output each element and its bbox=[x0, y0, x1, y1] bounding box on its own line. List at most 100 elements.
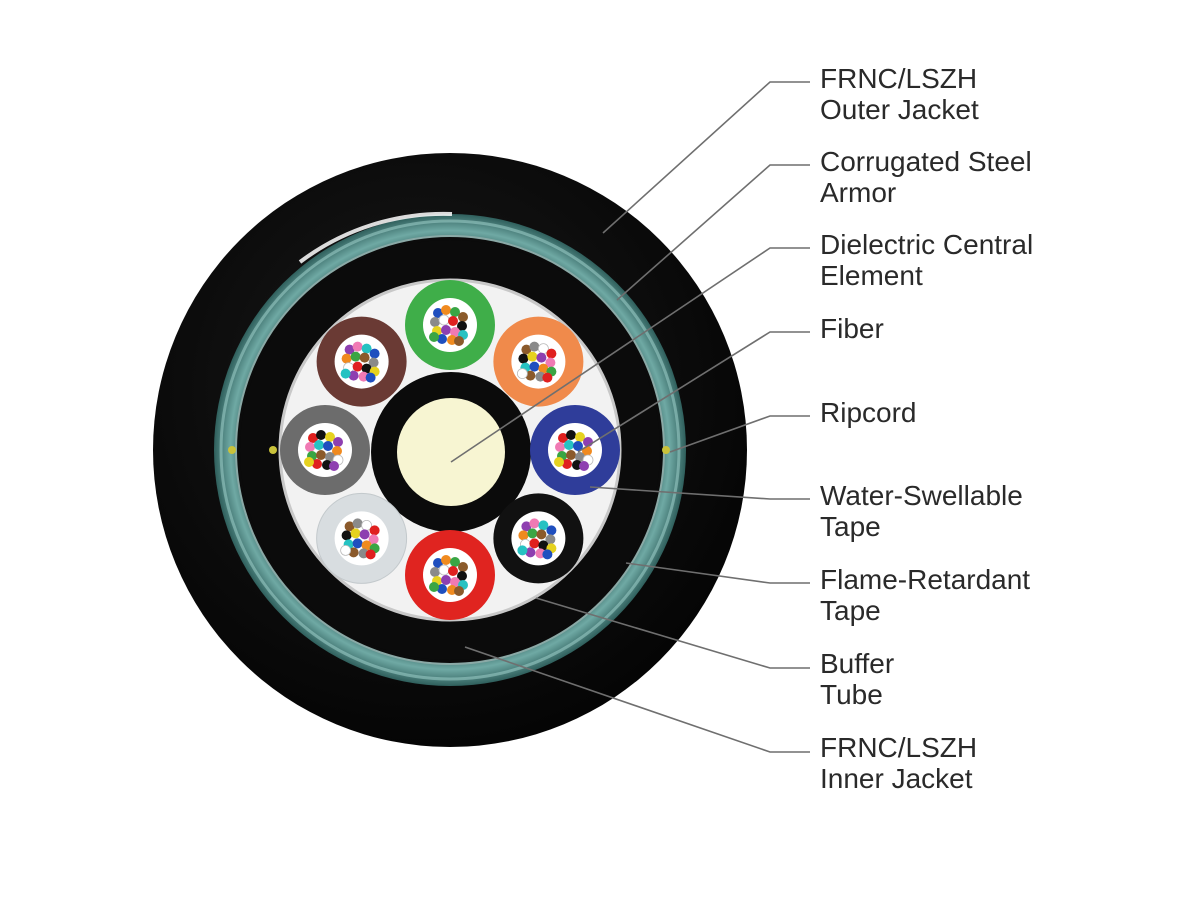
fiber-strand bbox=[365, 372, 376, 383]
fiber-strand bbox=[312, 459, 322, 469]
fiber-strand bbox=[545, 357, 556, 368]
fiber-strand bbox=[529, 518, 540, 529]
fiber-strand bbox=[361, 343, 372, 354]
fiber-strand bbox=[562, 459, 572, 469]
fiber-strand bbox=[518, 530, 529, 541]
fiber-strand bbox=[361, 540, 372, 551]
fiber-strand bbox=[542, 549, 553, 560]
fiber-strand bbox=[538, 540, 549, 551]
fiber-strand bbox=[350, 528, 361, 539]
fiber-strand bbox=[304, 457, 314, 467]
fiber-strand bbox=[359, 529, 370, 540]
fiber-strand bbox=[538, 363, 549, 374]
label-central-element: Dielectric Central Element bbox=[820, 229, 1041, 291]
fiber-strand bbox=[368, 357, 379, 368]
fiber-strand bbox=[359, 352, 370, 363]
fiber-strand bbox=[529, 361, 540, 372]
fiber-strand bbox=[369, 348, 380, 359]
fiber-strand bbox=[430, 317, 440, 327]
fiber-strand bbox=[329, 461, 339, 471]
fiber-strand bbox=[448, 566, 458, 576]
fiber-strand bbox=[457, 321, 467, 331]
leader-outer-jacket bbox=[602, 81, 810, 234]
fiber-strand bbox=[458, 562, 468, 572]
fiber-strand bbox=[308, 433, 318, 443]
fiber-strand bbox=[369, 525, 380, 536]
fiber-strand bbox=[521, 521, 532, 532]
leader-lines bbox=[450, 81, 810, 753]
fiber-strand bbox=[529, 538, 540, 549]
fiber-strand bbox=[437, 334, 447, 344]
central-element-core bbox=[397, 398, 505, 506]
fiber-strand bbox=[538, 520, 549, 531]
fiber-strand bbox=[430, 567, 440, 577]
fiber-strand bbox=[438, 314, 450, 326]
fiber-strand bbox=[527, 528, 538, 539]
fiber-strand bbox=[352, 518, 363, 529]
buffer-tube-5 bbox=[405, 530, 495, 620]
fiber-strand bbox=[546, 525, 557, 536]
buffer-tube-4 bbox=[493, 493, 584, 584]
fiber-strand bbox=[340, 368, 351, 379]
fiber-strand bbox=[516, 368, 528, 380]
fiber-strand bbox=[450, 327, 460, 337]
leader-fiber bbox=[577, 331, 810, 453]
fiber-strand bbox=[454, 586, 464, 596]
buffer-tube-3 bbox=[530, 405, 620, 495]
fiber-strand bbox=[448, 316, 458, 326]
fiber-strand bbox=[344, 521, 355, 532]
armor-overlap-highlight bbox=[298, 211, 453, 264]
label-inner-jacket: FRNC/LSZH Inner Jacket bbox=[820, 732, 985, 794]
fiber-strand bbox=[542, 372, 553, 383]
buffer-tube-8 bbox=[316, 316, 407, 407]
fiber-strand bbox=[564, 440, 574, 450]
leader-inner-jacket bbox=[464, 646, 810, 753]
fiber-strand bbox=[368, 534, 379, 545]
ripcord-left-outer bbox=[228, 446, 236, 454]
fiber-strand bbox=[517, 545, 528, 556]
ripcord-right bbox=[662, 446, 670, 454]
buffer-tube-7 bbox=[280, 405, 370, 495]
fiber-strand bbox=[457, 571, 467, 581]
buffer-tube-2 bbox=[493, 316, 584, 407]
fiber-strand bbox=[341, 530, 352, 541]
fiber-strand bbox=[441, 555, 451, 565]
label-fiber: Fiber bbox=[820, 313, 884, 344]
fiber-strand bbox=[325, 432, 335, 442]
fiber-strand bbox=[340, 544, 352, 556]
fiber-strand bbox=[545, 534, 556, 545]
fiber-strand bbox=[316, 450, 326, 460]
fiber-strand bbox=[365, 549, 376, 560]
steel-armor-highlight bbox=[219, 219, 681, 681]
fiber-strand bbox=[450, 557, 460, 567]
fiber-strand bbox=[429, 582, 439, 592]
fiber-strand bbox=[529, 341, 540, 352]
fiber-strand bbox=[546, 348, 557, 359]
fiber-strand bbox=[525, 370, 536, 381]
fiber-strand bbox=[566, 430, 576, 440]
label-flame-tape: Flame-Retardant Tape bbox=[820, 564, 1038, 626]
fiber-strand bbox=[332, 446, 342, 456]
buffer-tubes-group bbox=[280, 280, 620, 620]
fiber-strand bbox=[555, 442, 565, 452]
label-water-tape: Water-Swellable Tape bbox=[820, 480, 1031, 542]
callout-labels: FRNC/LSZH Outer Jacket Corrugated Steel … bbox=[820, 63, 1041, 794]
leader-water-tape bbox=[589, 486, 810, 500]
fiber-strand bbox=[314, 440, 324, 450]
fiber-strand bbox=[323, 441, 333, 451]
fiber-strand bbox=[316, 430, 326, 440]
fiber-strand bbox=[344, 344, 355, 355]
fiber-strand bbox=[575, 452, 585, 462]
fiber-strand bbox=[433, 308, 443, 318]
leader-buffer-tube bbox=[535, 597, 810, 669]
fiber-strand bbox=[341, 353, 352, 364]
leader-ripcord bbox=[669, 415, 810, 453]
fiber-strand bbox=[454, 336, 464, 346]
fiber-strand bbox=[433, 558, 443, 568]
fiber-strand bbox=[450, 307, 460, 317]
buffer-tube-1 bbox=[405, 280, 495, 370]
fiber-strand bbox=[575, 432, 585, 442]
fiber-strand bbox=[536, 352, 547, 363]
fiber-strand bbox=[554, 457, 564, 467]
fiber-strand bbox=[521, 344, 532, 355]
